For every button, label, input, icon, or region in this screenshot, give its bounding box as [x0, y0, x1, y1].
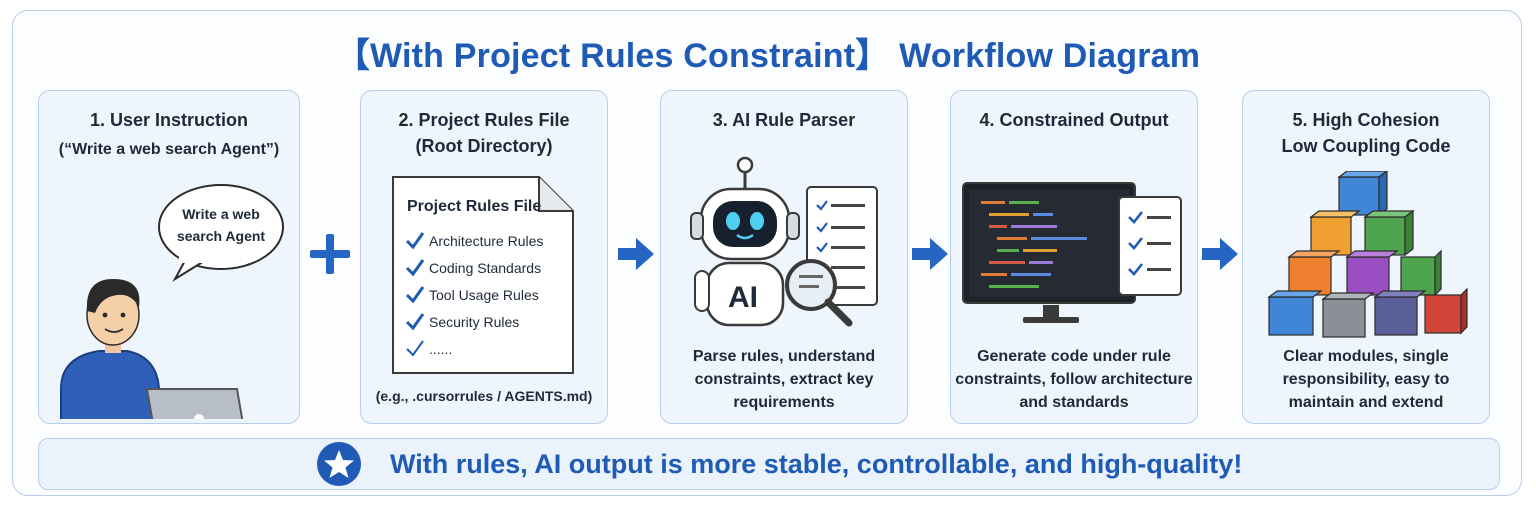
step-description: requirements [733, 394, 835, 411]
diagram-title: 【With Project Rules Constraint】 Workflow… [335, 37, 1201, 75]
step-title: 1. User Instruction [89, 110, 249, 130]
bubble-text-line1: Write a web [182, 206, 260, 222]
step-card-high-cohesion: 5. High Cohesion Low Coupling Code Clear… [1242, 90, 1490, 424]
step-description: Parse rules, understand [692, 348, 876, 365]
ai-robot-illustration: AI [690, 156, 878, 327]
checklist-paper [1118, 196, 1182, 296]
step-description: maintain and extend [1288, 394, 1444, 411]
rules-file-note: (e.g., .cursorrules / AGENTS.md) [375, 388, 593, 404]
step-card-project-rules: 2. Project Rules File (Root Directory) P… [360, 90, 608, 424]
step-subtitle: (“Write a web search Agent”) [58, 141, 280, 158]
bubble-text-line2: search Agent [177, 228, 266, 244]
check-icon [405, 313, 425, 331]
rules-document: Project Rules File Architecture Rules Co… [392, 176, 574, 374]
module-blocks-icon [1267, 171, 1468, 338]
step-title: 3. AI Rule Parser [712, 110, 856, 130]
step-subtitle: Low Coupling Code [1281, 136, 1451, 156]
plus-icon [310, 234, 350, 274]
rule-item: Coding Standards [429, 260, 541, 276]
robot-label: AI [728, 281, 758, 314]
step-description: Generate code under rule [977, 348, 1171, 365]
step-title: 4. Constrained Output [979, 110, 1169, 130]
arrow-right-icon [912, 238, 948, 270]
step-description: and standards [1019, 394, 1129, 411]
step-description: responsibility, easy to [1282, 371, 1450, 388]
arrow-right-icon [1202, 238, 1238, 270]
step-description: constraints, follow architecture [955, 371, 1193, 388]
summary-text: With rules, AI output is more stable, co… [390, 449, 1243, 479]
step-description: constraints, extract key [694, 371, 874, 388]
step-card-constrained-output: 4. Constrained Output Generate code unde… [950, 90, 1198, 424]
robot-icon [690, 156, 800, 327]
step-card-ai-rule-parser: 3. AI Rule Parser AI [660, 90, 908, 424]
step-description: Clear modules, single [1283, 348, 1449, 365]
rule-item: Security Rules [429, 314, 519, 330]
laptop-icon [145, 388, 244, 419]
summary-banner [38, 438, 1500, 490]
rule-item: ...... [429, 341, 452, 357]
step-title: 5. High Cohesion [1292, 110, 1440, 130]
check-icon [406, 340, 424, 357]
rule-item: Tool Usage Rules [429, 287, 539, 303]
rule-item: Architecture Rules [429, 233, 543, 249]
check-icon [405, 286, 425, 304]
step-card-user-instruction: 1. User Instruction (“Write a web search… [38, 90, 300, 424]
magnifier-icon [785, 259, 853, 327]
check-icon [405, 232, 425, 250]
arrow-right-icon [618, 238, 654, 270]
check-icon [405, 259, 425, 277]
step-title: 2. Project Rules File [398, 110, 570, 130]
code-monitor-illustration [962, 182, 1182, 323]
step-subtitle: (Root Directory) [415, 136, 553, 156]
monitor-icon [962, 182, 1136, 323]
speech-bubble [158, 184, 284, 282]
user-at-laptop-illustration: Write a web search Agent [60, 184, 284, 419]
star-icon [317, 442, 361, 486]
user-person-icon [60, 279, 163, 419]
document-title: Project Rules File [407, 198, 541, 215]
